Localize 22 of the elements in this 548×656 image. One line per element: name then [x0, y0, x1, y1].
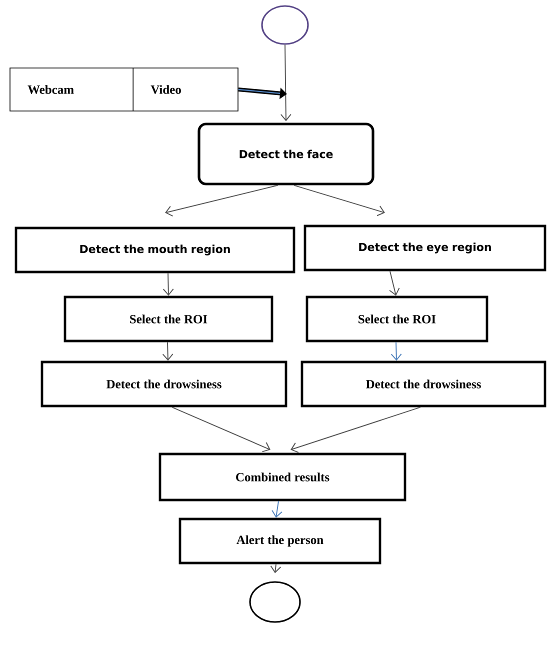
process-box: Combined results	[158, 452, 406, 502]
arrow	[280, 44, 292, 122]
process-box: Alert the person	[178, 518, 382, 564]
arrow	[162, 342, 174, 361]
end-circle	[249, 581, 301, 623]
process-box: Detect the drowsiness	[40, 360, 288, 408]
arrow	[294, 184, 385, 216]
process-box: Detect the eye region	[304, 224, 546, 272]
process-box: Detect the mouth region	[14, 226, 296, 274]
input-box: Webcam Video	[10, 68, 238, 112]
arrow	[290, 406, 421, 453]
arrow	[389, 270, 400, 296]
process-box: Detect the drowsiness	[300, 360, 546, 408]
arrow	[165, 184, 278, 217]
arrow	[272, 500, 282, 518]
process-box: Select the ROI	[64, 296, 274, 342]
arrow	[390, 342, 402, 361]
start-circle	[261, 5, 309, 45]
arrow	[172, 406, 270, 452]
process-box: Select the ROI	[306, 296, 488, 342]
process-box: Detect the face	[198, 122, 374, 186]
arrow	[162, 272, 174, 296]
